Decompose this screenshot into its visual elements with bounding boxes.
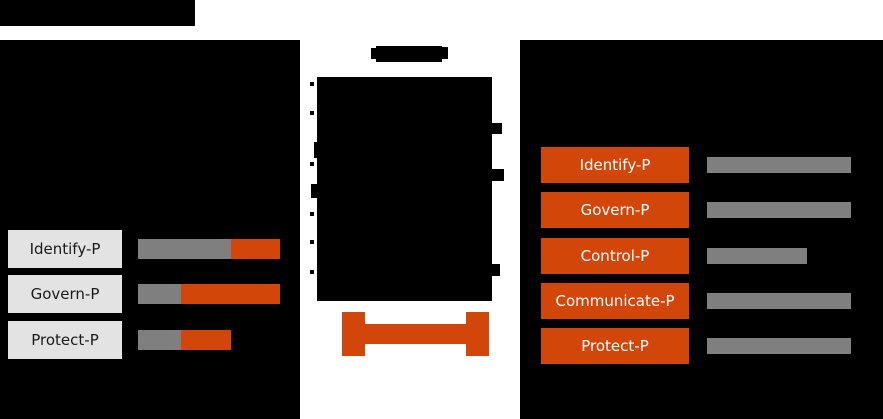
bar-segment-orange — [181, 330, 231, 350]
bullet-marker — [310, 162, 314, 166]
i-beam-left-flange — [342, 312, 365, 356]
bullet-marker — [310, 212, 314, 216]
right-category-chip[interactable]: Govern-P — [541, 192, 689, 228]
left-category-chip[interactable]: Govern-P — [8, 275, 122, 313]
text-spur-4 — [314, 142, 320, 158]
left-stacked-bar — [138, 239, 280, 259]
redacted-title-bar — [0, 0, 195, 26]
right-bar — [707, 338, 851, 354]
right-bar — [707, 202, 851, 218]
bar-segment-gray — [138, 284, 181, 304]
i-beam-right-flange — [466, 312, 489, 356]
bar-segment-gray — [138, 239, 231, 259]
bar-segment-orange — [231, 239, 280, 259]
right-category-chip[interactable]: Identify-P — [541, 147, 689, 183]
right-panel: Identify-P Govern-P Control-P Communicate-P… — [520, 40, 883, 419]
redacted-bullet-body — [317, 77, 492, 301]
redacted-text-block-left — [0, 40, 300, 185]
left-panel: Identify-P Govern-P Protect-P — [0, 40, 300, 419]
i-beam-shape — [342, 312, 489, 356]
bullet-marker — [310, 111, 314, 115]
left-category-chip[interactable]: Protect-P — [8, 321, 122, 359]
title-glyph-left — [371, 48, 377, 59]
text-spur-5 — [311, 184, 320, 198]
right-category-chip[interactable]: Communicate-P — [541, 283, 689, 319]
i-beam-web — [363, 324, 468, 344]
text-spur-3 — [492, 264, 500, 276]
text-spur-1 — [492, 123, 502, 134]
right-category-chip[interactable]: Control-P — [541, 238, 689, 274]
bullet-marker — [310, 82, 314, 86]
right-bar — [707, 248, 807, 264]
redacted-slide-title — [371, 46, 448, 62]
right-bar — [707, 157, 851, 173]
left-stacked-bar — [138, 330, 231, 350]
bullet-marker — [310, 270, 314, 274]
bullet-marker — [310, 240, 314, 244]
text-caret — [190, 1, 193, 25]
left-category-chip[interactable]: Identify-P — [8, 230, 122, 268]
left-stacked-bar — [138, 284, 280, 304]
right-category-chip[interactable]: Protect-P — [541, 328, 689, 364]
bar-segment-orange — [181, 284, 280, 304]
right-bar — [707, 293, 851, 309]
title-glyph-right — [442, 47, 448, 59]
bar-segment-gray — [138, 330, 181, 350]
middle-panel — [300, 40, 520, 419]
text-spur-2 — [492, 169, 504, 181]
